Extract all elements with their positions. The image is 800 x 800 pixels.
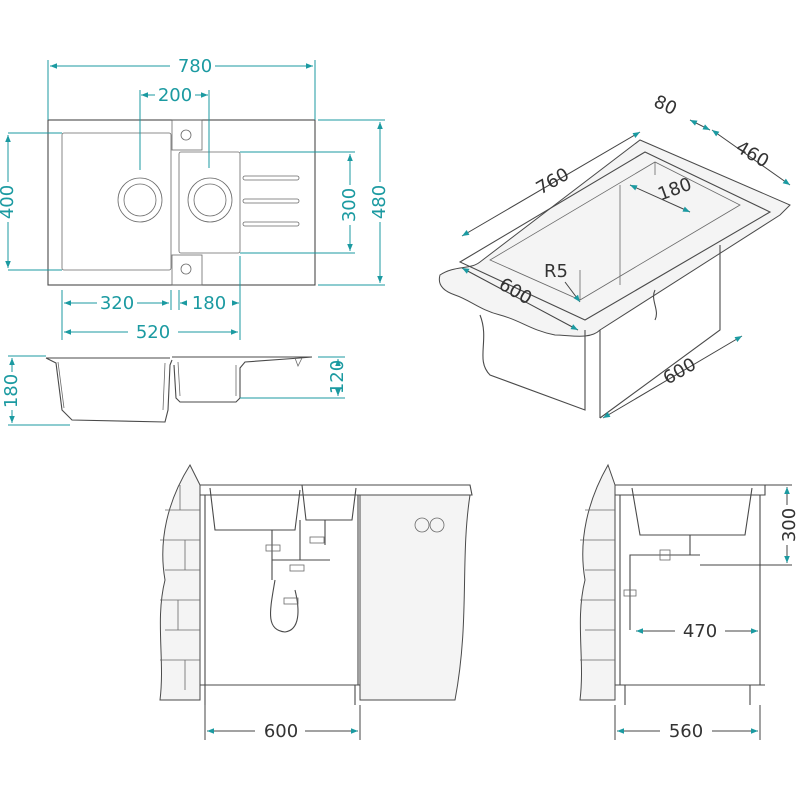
dim-depth: 460	[732, 137, 772, 172]
dim-radius: R5	[544, 261, 568, 282]
dim-overall-width: 780	[178, 56, 212, 77]
isometric-view	[438, 139, 791, 419]
dim-bowl-depth: 400	[0, 185, 18, 219]
section-view	[45, 356, 313, 423]
dim-frame: 80	[650, 91, 680, 120]
drain-big-bowl	[117, 177, 163, 223]
side-install-view	[579, 463, 766, 705]
drain-small-bowl	[187, 177, 233, 223]
dim-drain-offset: 470	[683, 621, 717, 642]
plan-view	[47, 119, 316, 286]
dim-small-bowl-width: 180	[192, 293, 226, 314]
front-install-view	[159, 463, 473, 705]
front-install-dimensions: 600	[204, 705, 361, 742]
tap-hole-icon	[180, 129, 192, 141]
dim-big-bowl-height: 180	[1, 374, 22, 408]
dim-big-bowl-width: 320	[100, 293, 134, 314]
dim-small-bowl-height: 120	[327, 360, 348, 394]
dim-small-bowl-depth: 300	[339, 188, 360, 222]
drainer-grooves	[242, 175, 300, 227]
dim-front-cabinet-width: 600	[264, 721, 298, 742]
dim-length: 760	[533, 164, 573, 199]
dim-side-cabinet-depth: 560	[669, 721, 703, 742]
dim-sink-height: 300	[779, 508, 800, 542]
plan-dimensions: 780 200 400 300 480 320 180 520	[0, 56, 390, 343]
dim-bowl-distance: 200	[158, 85, 192, 106]
dim-cabinet-depth: 600	[660, 354, 700, 389]
dim-bowls-total-width: 520	[136, 322, 170, 343]
section-dimensions: 180 120	[1, 355, 348, 426]
dim-overall-depth: 480	[369, 185, 390, 219]
side-install-dimensions: 300 470 560	[614, 484, 800, 742]
